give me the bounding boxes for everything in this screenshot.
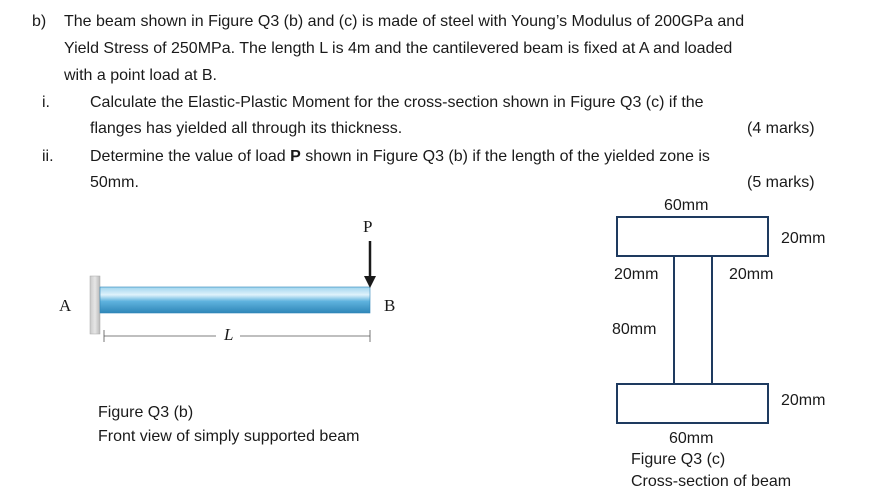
item-ii-numeral: ii. <box>42 148 54 165</box>
label-l: L <box>224 325 234 344</box>
figure-c-caption-1: Figure Q3 (c) <box>631 451 726 468</box>
figure-b-caption-2: Front view of simply supported beam <box>98 428 360 445</box>
bottom-flange <box>616 383 769 424</box>
figure-c-caption-2: Cross-section of beam <box>631 473 792 490</box>
label-p: P <box>363 217 373 236</box>
dim-bottom-flange-width: 60mm <box>669 430 714 447</box>
item-i-line-1: Calculate the Elastic-Plastic Moment for… <box>90 94 704 111</box>
beam <box>99 286 371 314</box>
dim-bottom-flange-thickness: 20mm <box>781 392 826 409</box>
part-label: b) <box>32 13 47 30</box>
load-arrow-head <box>364 276 376 288</box>
load-p-bold: P <box>290 148 301 165</box>
item-ii-marks: (5 marks) <box>747 174 815 191</box>
intro-line-1: The beam shown in Figure Q3 (b) and (c) … <box>64 13 745 30</box>
dim-web-right: 20mm <box>729 266 774 283</box>
dim-top-flange-width: 60mm <box>664 197 709 214</box>
fixed-support <box>89 275 101 335</box>
intro-line-3: with a point load at B. <box>64 67 217 84</box>
web <box>673 255 713 385</box>
dim-top-flange-thickness: 20mm <box>781 230 826 247</box>
label-a: A <box>59 296 72 315</box>
intro-line-2: Yield Stress of 250MPa. The length L is … <box>64 40 733 57</box>
item-ii-line-2: 50mm. <box>90 174 139 191</box>
dim-web-left: 20mm <box>614 266 659 283</box>
item-ii-line-1: Determine the value of load P shown in F… <box>90 148 710 165</box>
label-b: B <box>384 296 396 315</box>
top-flange <box>616 216 769 257</box>
item-i-line-2: flanges has yielded all through its thic… <box>90 120 403 137</box>
figure-b-caption-1: Figure Q3 (b) <box>98 404 194 421</box>
item-i-marks: (4 marks) <box>747 120 815 137</box>
dim-web-height: 80mm <box>612 321 657 338</box>
item-i-numeral: i. <box>42 94 50 111</box>
